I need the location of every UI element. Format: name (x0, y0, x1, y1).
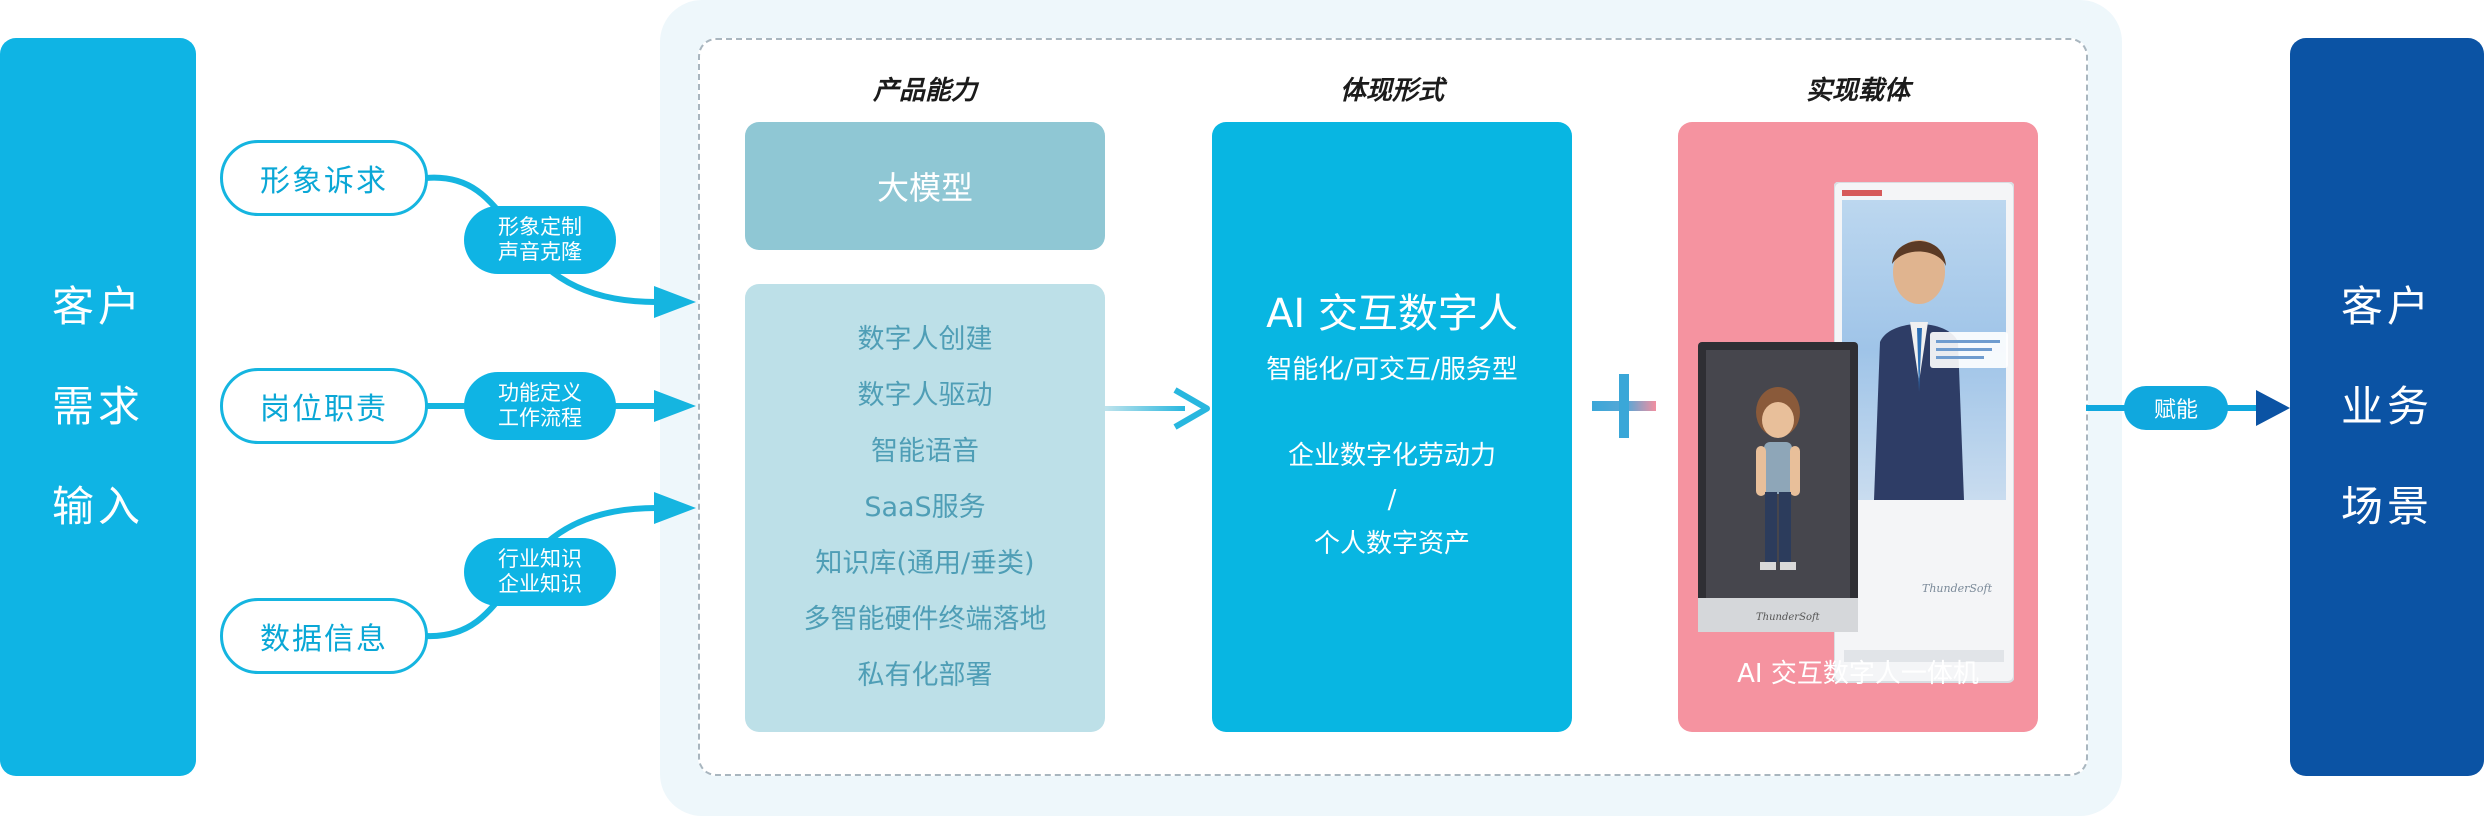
input-pill-image: 形象诉求 (220, 140, 428, 216)
detail-line: 声音克隆 (498, 240, 582, 264)
capability-item: 知识库(通用/垂类) (815, 548, 1035, 579)
arrowhead-data (654, 492, 696, 524)
capability-item: 数字人驱动 (857, 380, 993, 411)
capability-item: 多智能硬件终端落地 (803, 604, 1047, 635)
plus-icon (1592, 374, 1656, 438)
right-block-line: 客户 (2340, 282, 2433, 331)
capability-to-form-arrow (1105, 387, 1210, 430)
capability-item: SaaS服务 (864, 492, 986, 523)
left-block-line: 输入 (51, 482, 144, 531)
svg-text:ThunderSoft: ThunderSoft (1756, 612, 1821, 623)
arrowhead-role (654, 390, 696, 422)
input-detail-data: 行业知识 企业知识 (464, 538, 616, 606)
form-line: 个人数字资产 (1313, 529, 1470, 559)
detail-line: 工作流程 (498, 406, 582, 430)
left-block-line: 需求 (51, 382, 144, 431)
capability-item: 智能语音 (871, 436, 979, 467)
right-block-line: 场景 (2340, 482, 2433, 531)
arrowhead-image (654, 286, 696, 318)
header-form: 体现形式 (1339, 76, 1444, 106)
form-title: AI 交互数字人 (1266, 291, 1518, 337)
input-detail-image: 形象定制 声音克隆 (464, 206, 616, 274)
detail-line: 功能定义 (498, 381, 582, 405)
hologram-box-illustration: ThunderSoft (1698, 342, 1858, 632)
input-pill-data: 数据信息 (220, 598, 428, 674)
input-pill-role: 岗位职责 (220, 368, 428, 444)
capability-list-card: 数字人创建 数字人驱动 智能语音 SaaS服务 知识库(通用/垂类) 多智能硬件… (745, 284, 1105, 732)
header-carrier: 实现载体 (1805, 76, 1910, 106)
left-block-line: 客户 (51, 282, 144, 331)
empower-badge: 赋能 (2124, 386, 2228, 430)
capability-item: 私有化部署 (857, 660, 993, 691)
right-block-line: 业务 (2340, 382, 2433, 431)
detail-line: 形象定制 (498, 215, 582, 239)
input-detail-role: 功能定义 工作流程 (464, 372, 616, 440)
customer-demand-input-block: 客户 需求 输入 (0, 38, 196, 776)
carrier-card: ThunderSoft ThunderSoft AI 交互数字人一体机 (1678, 122, 2038, 732)
capability-item: 数字人创建 (857, 324, 993, 355)
form-line: 企业数字化劳动力 (1287, 441, 1496, 471)
detail-line: 企业知识 (498, 572, 582, 596)
form-line: / (1387, 485, 1397, 515)
large-model-card: 大模型 (745, 122, 1105, 250)
detail-line: 行业知识 (498, 547, 582, 571)
customer-business-scenario-block: 客户 业务 场景 (2290, 38, 2484, 776)
form-subtitle: 智能化/可交互/服务型 (1266, 355, 1518, 385)
kiosk-device-illustration: ThunderSoft (1834, 182, 2014, 683)
carrier-caption: AI 交互数字人一体机 (1737, 659, 1979, 689)
form-card: AI 交互数字人 智能化/可交互/服务型 企业数字化劳动力 / 个人数字资产 (1212, 122, 1572, 732)
kiosk-brand: ThunderSoft (1922, 582, 1993, 595)
header-capability: 产品能力 (872, 76, 977, 106)
